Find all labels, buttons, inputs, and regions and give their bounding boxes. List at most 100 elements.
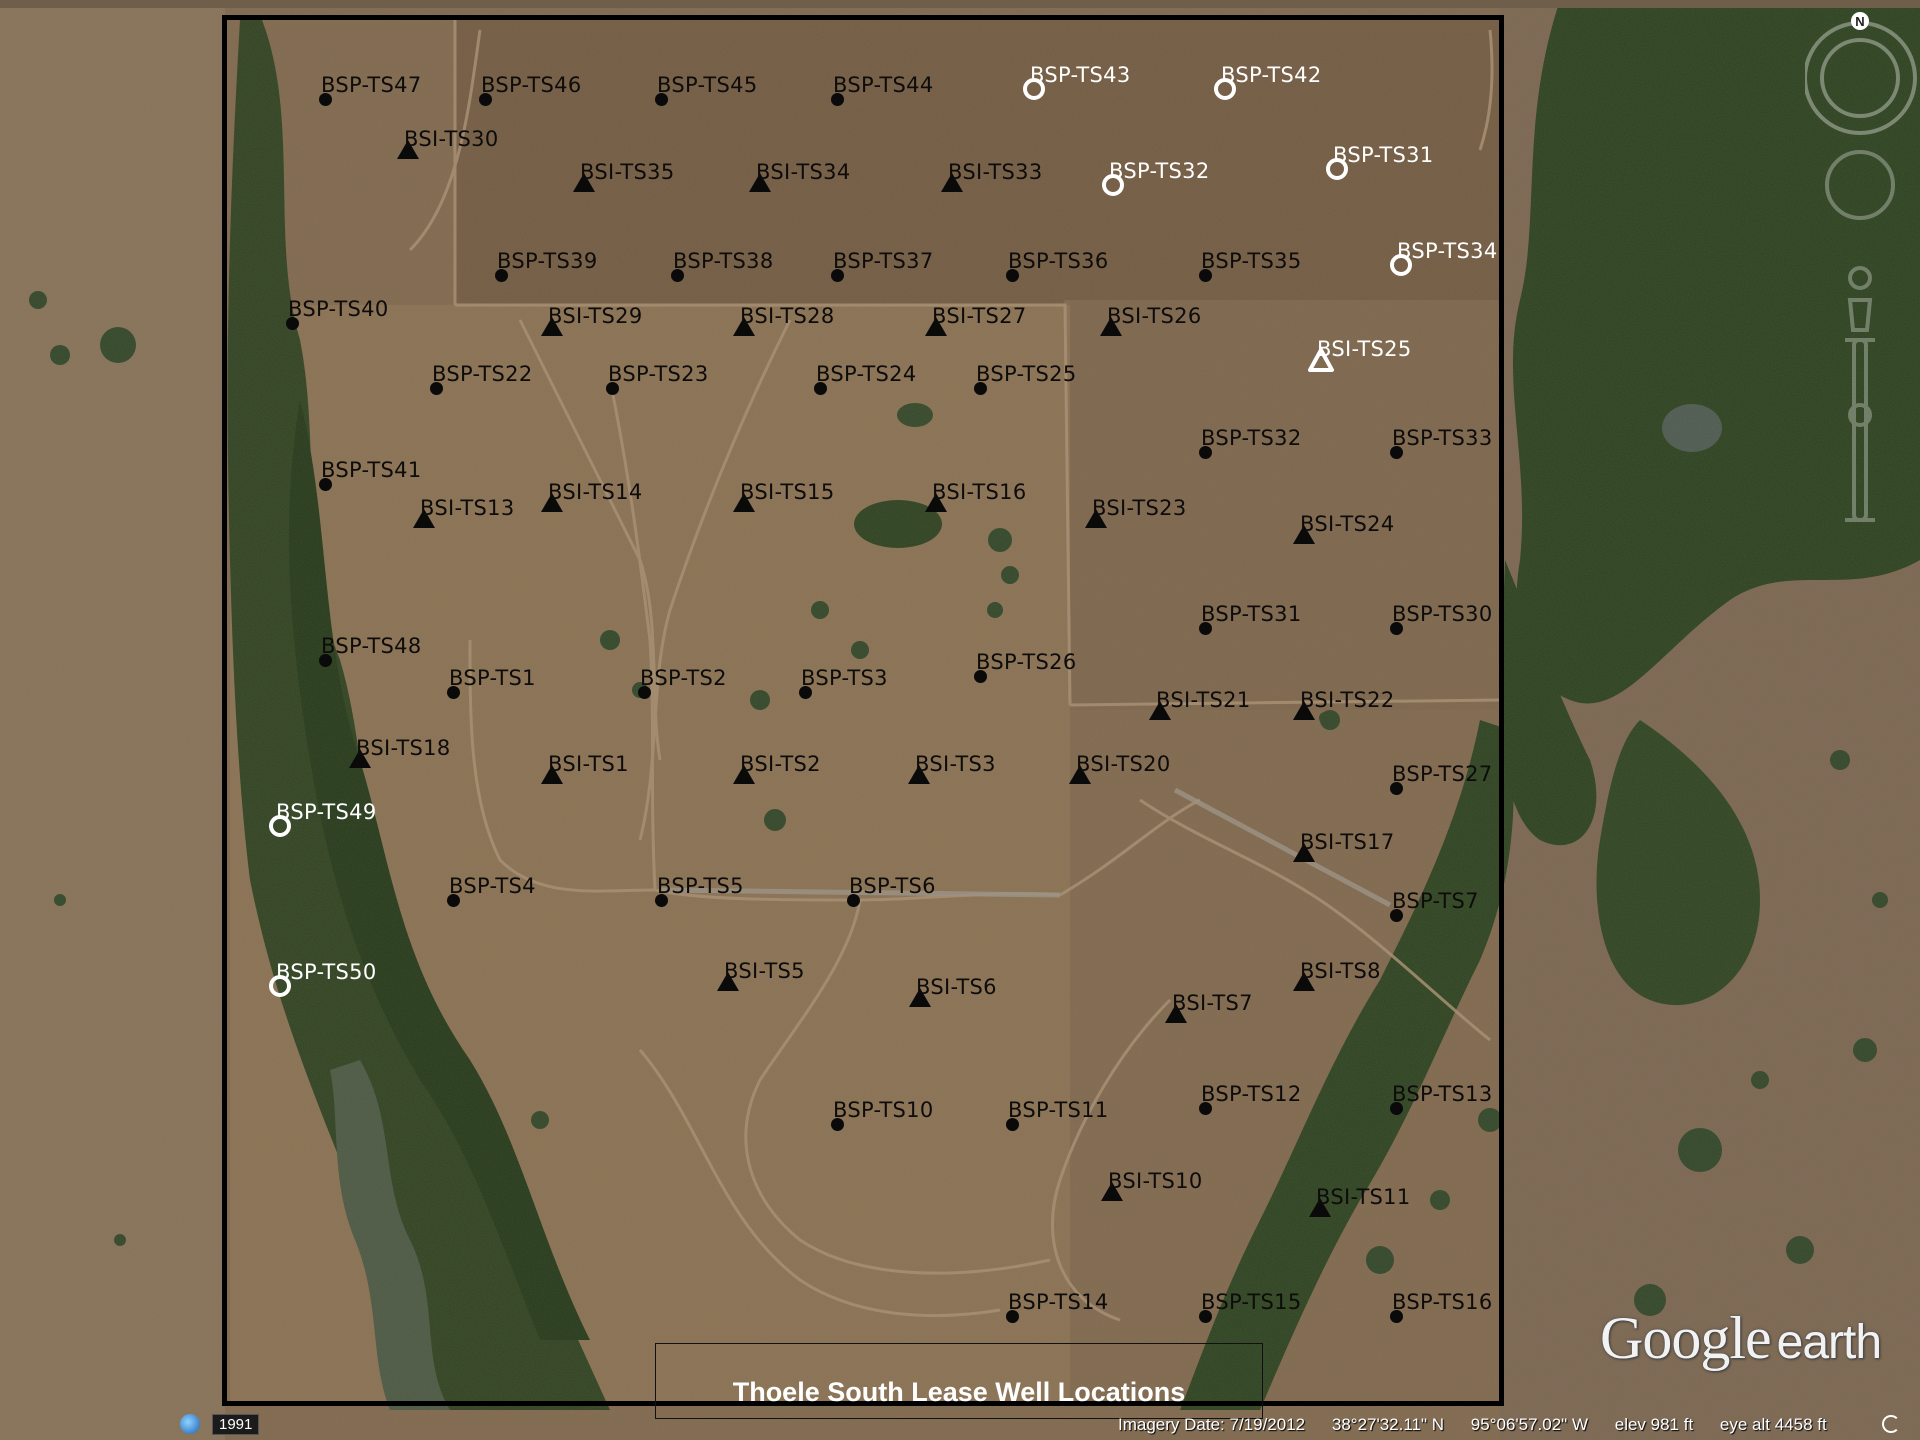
well-label: BSI-TS21 — [1156, 688, 1251, 712]
well-label: BSP-TS7 — [1392, 889, 1479, 913]
well-label: BSI-TS13 — [420, 496, 515, 520]
well-label: BSI-TS5 — [724, 959, 805, 983]
well-label: BSP-TS15 — [1201, 1290, 1302, 1314]
well-label: BSI-TS11 — [1316, 1185, 1411, 1209]
injector-open-triangle-icon — [1307, 347, 1335, 373]
well-label: BSP-TS37 — [833, 249, 934, 273]
producer-dot-icon — [1390, 1310, 1403, 1323]
injector-triangle-icon — [397, 140, 419, 159]
injector-triangle-icon — [1293, 972, 1315, 991]
well-label: BSP-TS25 — [976, 362, 1077, 386]
imagery-year-badge[interactable]: 1991 — [212, 1414, 260, 1435]
well-label: BSP-TS24 — [816, 362, 917, 386]
injector-triangle-icon — [541, 493, 563, 512]
producer-dot-icon — [831, 1118, 844, 1131]
elevation-readout: elev 981 ft — [1614, 1415, 1694, 1434]
producer-dot-icon — [319, 93, 332, 106]
producer-dot-icon — [1390, 446, 1403, 459]
well-label: BSI-TS18 — [356, 736, 451, 760]
well-label: BSP-TS16 — [1392, 1290, 1493, 1314]
well-label: BSP-TS36 — [1008, 249, 1109, 273]
producer-open-circle-icon — [1102, 174, 1124, 196]
producer-open-circle-icon — [1326, 158, 1348, 180]
well-label: BSP-TS26 — [976, 650, 1077, 674]
map-navigation-controls[interactable]: N — [1805, 10, 1920, 530]
injector-triangle-icon — [941, 173, 963, 192]
producer-open-circle-icon — [269, 975, 291, 997]
historical-imagery-globe-icon[interactable] — [180, 1414, 200, 1434]
well-label: BSP-TS45 — [657, 73, 758, 97]
well-label: BSP-TS46 — [481, 73, 582, 97]
well-label: BSI-TS25 — [1317, 337, 1412, 361]
well-label: BSI-TS26 — [1107, 304, 1202, 328]
well-label: BSP-TS42 — [1221, 63, 1322, 87]
well-label: BSP-TS3 — [801, 666, 888, 690]
well-label: BSP-TS43 — [1030, 63, 1131, 87]
producer-dot-icon — [1390, 782, 1403, 795]
injector-triangle-icon — [541, 765, 563, 784]
status-info: Imagery Date: 7/19/2012 38°27'32.11" N 9… — [1118, 1415, 1849, 1435]
well-label: BSP-TS10 — [833, 1098, 934, 1122]
producer-dot-icon — [606, 382, 619, 395]
injector-triangle-icon — [909, 988, 931, 1007]
producer-dot-icon — [1199, 1310, 1212, 1323]
producer-open-circle-icon — [269, 815, 291, 837]
injector-triangle-icon — [908, 765, 930, 784]
producer-dot-icon — [799, 686, 812, 699]
well-label: BSI-TS30 — [404, 127, 499, 151]
well-label: BSP-TS35 — [1201, 249, 1302, 273]
status-bar: 1991 Imagery Date: 7/19/2012 38°27'32.11… — [0, 1410, 1920, 1440]
map-title-box: Thoele South Lease Well Locations — [655, 1343, 1263, 1419]
well-label: BSP-TS22 — [432, 362, 533, 386]
well-label: BSI-TS17 — [1300, 830, 1395, 854]
well-label: BSP-TS27 — [1392, 762, 1493, 786]
injector-triangle-icon — [413, 509, 435, 528]
well-label: BSP-TS23 — [608, 362, 709, 386]
producer-dot-icon — [1199, 1102, 1212, 1115]
injector-triangle-icon — [733, 317, 755, 336]
injector-triangle-icon — [1309, 1198, 1331, 1217]
well-label: BSP-TS14 — [1008, 1290, 1109, 1314]
well-label: BSI-TS3 — [915, 752, 996, 776]
producer-open-circle-icon — [1023, 78, 1045, 100]
well-label: BSP-TS4 — [449, 874, 536, 898]
well-label: BSP-TS34 — [1397, 239, 1498, 263]
well-label: BSI-TS22 — [1300, 688, 1395, 712]
well-label: BSP-TS13 — [1392, 1082, 1493, 1106]
producer-dot-icon — [1199, 446, 1212, 459]
producer-dot-icon — [1006, 1118, 1019, 1131]
well-label: BSP-TS31 — [1333, 143, 1434, 167]
producer-dot-icon — [447, 686, 460, 699]
well-label: BSP-TS31 — [1201, 602, 1302, 626]
producer-dot-icon — [814, 382, 827, 395]
well-label: BSI-TS6 — [916, 975, 997, 999]
injector-triangle-icon — [733, 765, 755, 784]
injector-triangle-icon — [925, 493, 947, 512]
producer-dot-icon — [671, 269, 684, 282]
injector-triangle-icon — [925, 317, 947, 336]
well-label: BSI-TS27 — [932, 304, 1027, 328]
loading-spinner-icon — [1882, 1415, 1900, 1433]
injector-triangle-icon — [1165, 1004, 1187, 1023]
injector-triangle-icon — [1293, 843, 1315, 862]
well-label: BSP-TS47 — [321, 73, 422, 97]
well-label: BSP-TS12 — [1201, 1082, 1302, 1106]
eye-altitude-readout: eye alt 4458 ft — [1719, 1415, 1827, 1434]
producer-dot-icon — [1006, 1310, 1019, 1323]
injector-triangle-icon — [1085, 509, 1107, 528]
well-label: BSI-TS2 — [740, 752, 821, 776]
well-label: BSP-TS49 — [276, 800, 377, 824]
well-label: BSP-TS1 — [449, 666, 536, 690]
well-label: BSP-TS30 — [1392, 602, 1493, 626]
well-label: BSP-TS32 — [1201, 426, 1302, 450]
well-label: BSP-TS50 — [276, 960, 377, 984]
producer-dot-icon — [319, 478, 332, 491]
longitude-readout: 95°06'57.02" W — [1470, 1415, 1588, 1434]
injector-triangle-icon — [573, 173, 595, 192]
injector-triangle-icon — [1100, 317, 1122, 336]
well-label: BSI-TS23 — [1092, 496, 1187, 520]
producer-open-circle-icon — [1214, 78, 1236, 100]
